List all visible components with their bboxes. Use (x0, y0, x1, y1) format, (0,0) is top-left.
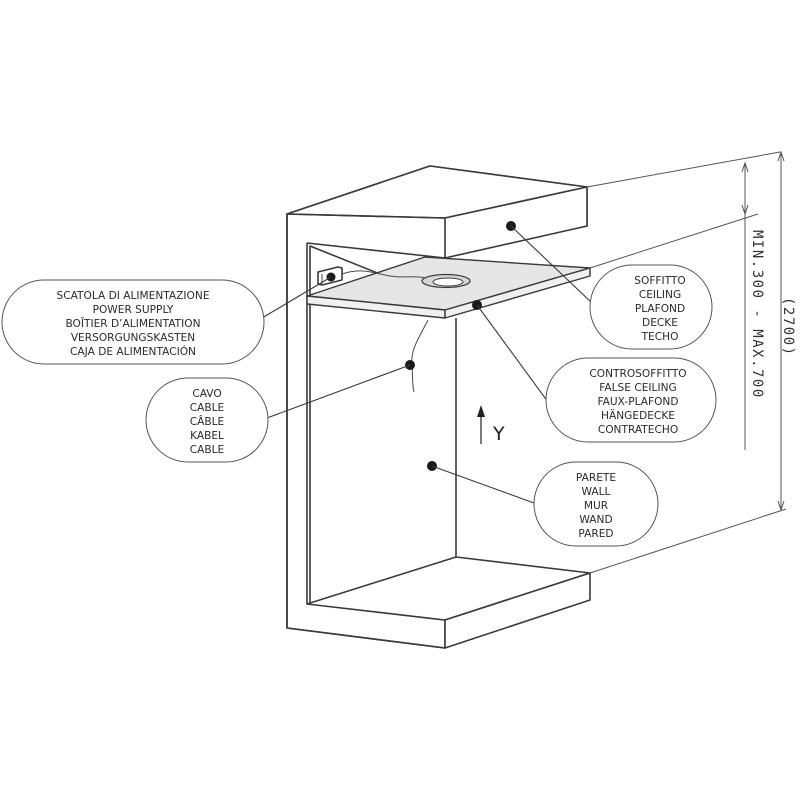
ext-line-top-total (586, 151, 781, 188)
callout-wall-line: WALL (582, 486, 611, 498)
room-structure (286, 165, 591, 649)
callout-power-supply-line: BOÎTIER D’ALIMENTATION (65, 317, 200, 330)
callout-power-supply-line: SCATOLA DI ALIMENTAZIONE (56, 290, 209, 302)
callout-false-ceiling-line: FALSE CEILING (599, 382, 676, 394)
callout-cable-line: CÂBLE (190, 415, 225, 428)
callout-cable-line: CAVO (192, 388, 221, 400)
callout-power-supply-line: VERSORGUNGSKASTEN (71, 332, 195, 344)
ceiling-slab-front (444, 186, 588, 259)
callout-false-ceiling-line: FAUX-PLAFOND (598, 396, 679, 408)
leader-power-supply (261, 276, 332, 319)
callout-cable-line: KABEL (190, 430, 224, 442)
leader-ceiling (510, 225, 593, 304)
callout-ceiling-bubble (589, 264, 713, 350)
callout-false-ceiling: CONTROSOFFITTO FALSE CEILING FAUX-PLAFON… (545, 357, 717, 443)
y-axis-label: Y (492, 423, 505, 445)
callout-cable: CAVO CABLE CÂBLE KABEL CABLE (145, 377, 269, 463)
cable-hanging (411, 319, 429, 393)
callout-false-ceiling-line: CONTRATECHO (598, 424, 678, 436)
callout-false-ceiling-line: HÄNGEDECKE (601, 409, 675, 422)
leaders (261, 221, 593, 504)
false-ceiling-panel (306, 256, 591, 319)
callout-wall-line: PARETE (576, 472, 616, 484)
callout-power-supply-line: POWER SUPPLY (93, 304, 174, 316)
callout-power-supply-line: CAJA DE ALIMENTACIÓN (70, 345, 196, 358)
callout-wall-line: WAND (579, 514, 612, 526)
floor-bottom-edge (286, 627, 446, 649)
callout-ceiling-line: CEILING (639, 289, 681, 301)
callout-ceiling: SOFFITTO CEILING PLAFOND DECKE TECHO (589, 264, 713, 350)
ceiling-underside-edge (306, 242, 446, 259)
callout-false-ceiling-bubble (545, 357, 717, 443)
callout-wall-line: MUR (584, 500, 609, 512)
callout-ceiling-line: PLAFOND (635, 303, 685, 315)
dim-gap-label: MIN.300 - MAX.700 (749, 230, 765, 399)
callout-power-supply-bubble (1, 279, 265, 365)
callout-wall: PARETE WALL MUR WAND PARED (533, 461, 659, 547)
ext-line-false-ceiling (589, 213, 759, 269)
callout-wall-bubble (533, 461, 659, 547)
callout-cable-line: CABLE (190, 402, 225, 414)
ceiling-hole-inner (432, 277, 464, 287)
callout-wall-line: PARED (578, 528, 613, 540)
callout-cable-bubble (145, 377, 269, 463)
dimension-lines: MIN.300 - MAX.700 (2700) (586, 150, 796, 574)
callout-ceiling-line: DECKE (642, 317, 678, 329)
arrow-up-icon (477, 405, 485, 417)
cable-over-panel (341, 270, 427, 279)
callout-cable-line: CABLE (190, 444, 225, 456)
callout-ceiling-line: SOFFITTO (634, 275, 685, 287)
callout-power-supply: SCATOLA DI ALIMENTAZIONE POWER SUPPLY BO… (1, 279, 265, 365)
leader-false-ceiling (476, 304, 549, 403)
callout-false-ceiling-line: CONTROSOFFITTO (589, 368, 686, 380)
floor-slab-front (444, 572, 591, 649)
dim-total-label: (2700) (780, 297, 796, 357)
leader-wall (431, 465, 535, 504)
callout-ceiling-line: TECHO (641, 331, 679, 343)
leader-cable (266, 364, 411, 419)
ceiling-front-left-edge (286, 213, 446, 219)
y-axis-indicator: Y (477, 405, 505, 445)
ext-line-floor (589, 508, 787, 574)
